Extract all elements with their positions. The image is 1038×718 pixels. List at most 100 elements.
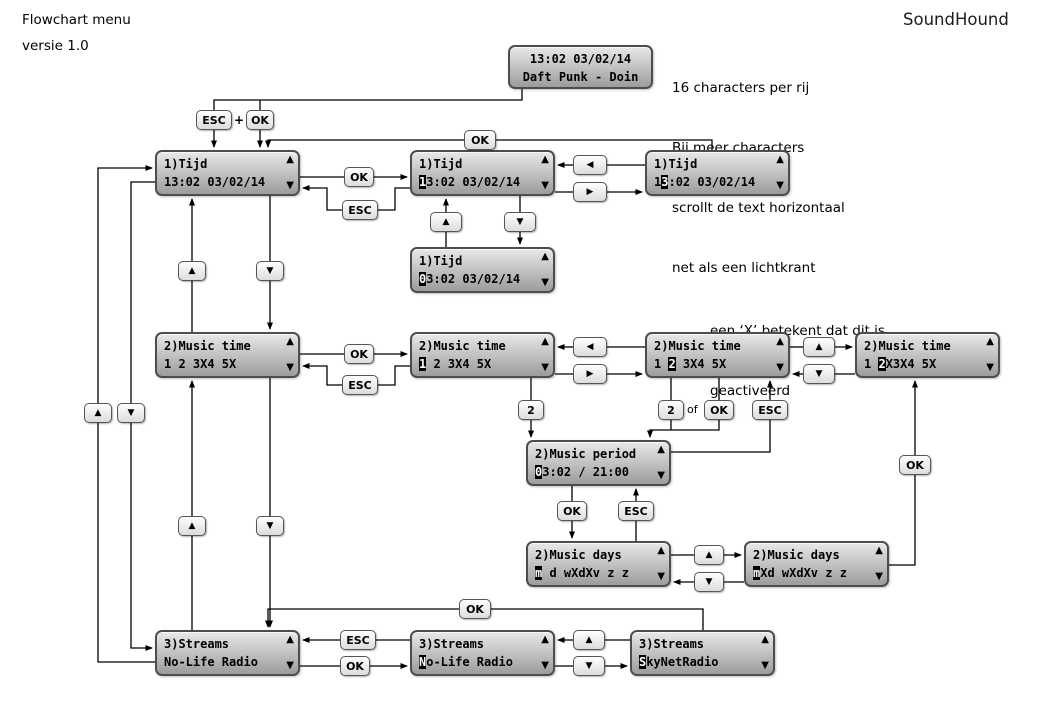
ok-button: OK	[704, 400, 734, 420]
scroll-down-icon: ▼	[875, 571, 883, 582]
ok-button: OK	[459, 599, 491, 619]
characters-note-line: scrollt de text horizontaal	[672, 200, 845, 216]
esc-button: ESC	[342, 375, 378, 395]
scroll-up-icon: ▲	[986, 336, 994, 347]
characters-note-line: net als een lichtkrant	[672, 260, 816, 276]
scroll-arrows: ▲▼	[761, 635, 769, 671]
key-2-button: 2	[658, 400, 684, 420]
ok-button: OK	[557, 501, 587, 521]
scroll-arrows: ▲▼	[286, 337, 294, 373]
scroll-up-icon: ▲	[286, 154, 294, 165]
lcd-cursor: 0	[419, 272, 427, 286]
scroll-down-icon: ▼	[541, 180, 549, 191]
lcd-line2: No-Life Radio	[419, 655, 513, 669]
lcd-line2: SkyNetRadio	[639, 655, 719, 669]
up-arrow-button: ▲	[694, 545, 724, 565]
scroll-up-icon: ▲	[657, 545, 665, 556]
scroll-arrows: ▲▼	[776, 155, 784, 191]
esc-button: ESC	[752, 400, 788, 420]
lcd-music-time-main: 2)Music time 1 2 3X4 5X ▲▼	[155, 332, 300, 378]
lcd-line2: 13:02 03/02/14	[419, 175, 521, 189]
scroll-down-icon: ▼	[657, 571, 665, 582]
lcd-cursor: N	[419, 655, 427, 669]
lcd-line1: 3)Streams	[419, 637, 485, 651]
lcd-line2: No-Life Radio	[164, 655, 258, 669]
esc-button: ESC	[342, 200, 378, 220]
lcd-line1: 2)Music period	[535, 447, 637, 461]
scroll-up-icon: ▲	[541, 154, 549, 165]
left-arrow-button: ◀	[573, 337, 607, 357]
ok-button: OK	[246, 110, 274, 130]
lcd-line1: 1)Tijd	[419, 157, 463, 171]
lcd-tijd-edit-digit1: 1)Tijd 13:02 03/02/14 ▲▼	[410, 150, 555, 196]
lcd-music-time-edit1: 2)Music time 1 2 3X4 5X ▲▼	[410, 332, 555, 378]
lcd-tijd-edit-changed: 1)Tijd 03:02 03/02/14 ▲▼	[410, 247, 555, 293]
scroll-up-icon: ▲	[776, 154, 784, 165]
scroll-arrows: ▲▼	[541, 155, 549, 191]
scroll-up-icon: ▲	[875, 545, 883, 556]
scroll-up-icon: ▲	[286, 634, 294, 645]
lcd-line2: 03:02 / 21:00	[535, 465, 629, 479]
scroll-down-icon: ▼	[761, 660, 769, 671]
lcd-music-time-activated: 2)Music time 1 2X3X4 5X ▲▼	[855, 332, 1000, 378]
scroll-arrows: ▲▼	[541, 635, 549, 671]
lcd-cursor: m	[753, 566, 761, 580]
scroll-arrows: ▲▼	[986, 337, 994, 373]
scroll-down-icon: ▼	[541, 277, 549, 288]
lcd-streams-alt: 3)Streams SkyNetRadio ▲▼	[630, 630, 775, 676]
lcd-line1: 2)Music time	[864, 339, 951, 353]
ok-button: OK	[899, 455, 931, 475]
lcd-now-playing: 13:02 03/02/14 Daft Punk - Doin	[508, 45, 653, 89]
lcd-line1: 1)Tijd	[654, 157, 698, 171]
lcd-cursor: 1	[419, 357, 427, 371]
scroll-down-icon: ▼	[986, 362, 994, 373]
down-arrow-button: ▼	[573, 656, 605, 676]
scroll-up-icon: ▲	[657, 444, 665, 455]
scroll-arrows: ▲▼	[541, 337, 549, 373]
up-arrow-button: ▲	[573, 630, 605, 650]
ok-button: OK	[344, 167, 374, 187]
scroll-arrows: ▲▼	[657, 546, 665, 582]
lcd-cursor: 1	[419, 175, 427, 189]
up-arrow-button: ▲	[430, 212, 462, 232]
lcd-music-days-edit: 2)Music days m d wXdXv z z ▲▼	[526, 541, 671, 587]
scroll-down-icon: ▼	[286, 180, 294, 191]
scroll-down-icon: ▼	[776, 362, 784, 373]
left-arrow-button: ◀	[573, 155, 607, 175]
page-title: Flowchart menu	[22, 12, 131, 28]
lcd-line1: 1)Tijd	[164, 157, 208, 171]
esc-button: ESC	[340, 630, 376, 650]
ok-button: OK	[344, 344, 374, 364]
scroll-down-icon: ▼	[286, 660, 294, 671]
lcd-cursor: 0	[535, 465, 543, 479]
lcd-line2: 1 2 3X4 5X	[419, 357, 492, 371]
lcd-cursor: 3	[661, 175, 669, 189]
characters-note: 16 characters per rij Bij meer character…	[672, 38, 845, 318]
lcd-line1: 3)Streams	[639, 637, 705, 651]
scroll-up-icon: ▲	[541, 634, 549, 645]
scroll-arrows: ▲▼	[541, 252, 549, 288]
lcd-line1: 2)Music time	[419, 339, 506, 353]
scroll-up-icon: ▲	[541, 336, 549, 347]
lcd-line1: 2)Music days	[535, 548, 622, 562]
esc-button: ESC	[196, 110, 232, 130]
lcd-music-time-edit2: 2)Music time 1 2 3X4 5X ▲▼	[645, 332, 790, 378]
scroll-up-icon: ▲	[286, 336, 294, 347]
scroll-down-icon: ▼	[541, 660, 549, 671]
right-arrow-button: ▶	[573, 364, 607, 384]
brand-logo: SoundHound	[903, 10, 1009, 29]
down-arrow-button: ▼	[256, 516, 284, 536]
ok-button: OK	[464, 130, 496, 150]
lcd-line2: m d wXdXv z z	[535, 566, 629, 580]
lcd-line1: 2)Music days	[753, 548, 840, 562]
lcd-line2: 1 2 3X4 5X	[654, 357, 727, 371]
scroll-arrows: ▲▼	[776, 337, 784, 373]
scroll-down-icon: ▼	[541, 362, 549, 373]
lcd-line1: 13:02 03/02/14	[529, 52, 632, 66]
down-arrow-button: ▼	[256, 261, 284, 281]
lcd-cursor: m	[535, 566, 543, 580]
lcd-cursor: S	[639, 655, 647, 669]
lcd-cursor: 2	[878, 357, 886, 371]
lcd-line2: 1 2X3X4 5X	[864, 357, 937, 371]
